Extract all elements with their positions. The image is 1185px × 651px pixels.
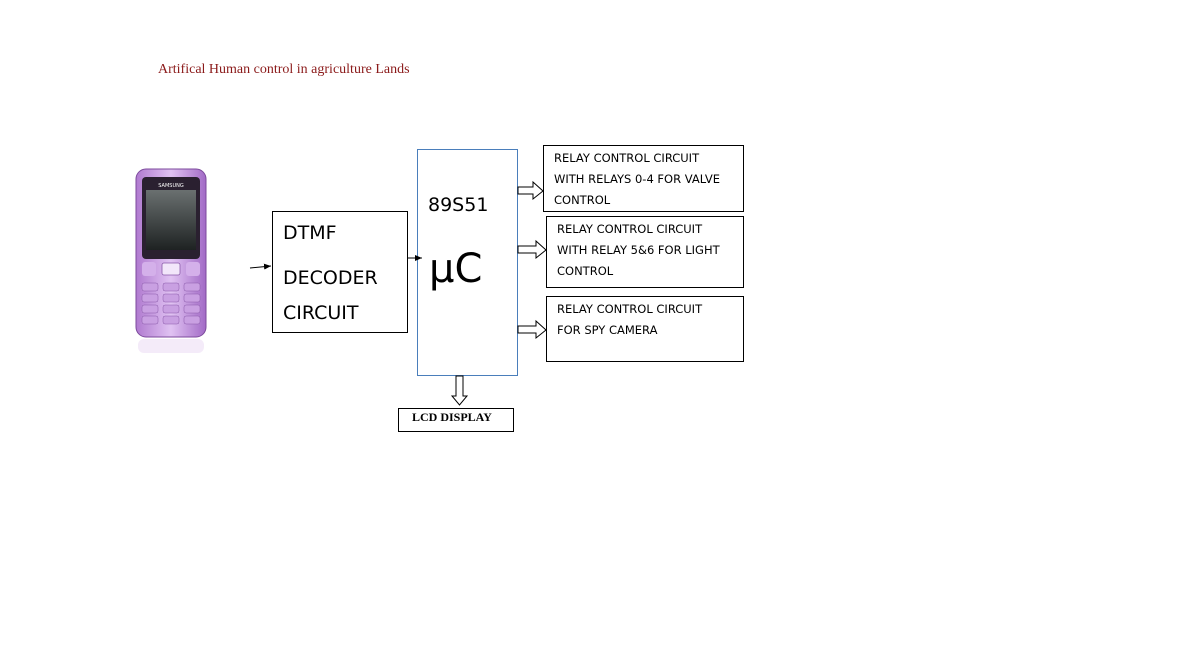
dtmf-label-line-2: DECODER — [283, 267, 378, 289]
mobile-phone-image: SAMSUNG — [135, 168, 207, 353]
relay-2-line-2: WITH RELAY 5&6 FOR LIGHT — [557, 243, 720, 257]
microcontroller-symbol: μC — [429, 246, 483, 292]
diagram-title: Artifical Human control in agriculture L… — [158, 62, 410, 77]
phone-brand: SAMSUNG — [158, 183, 184, 189]
mc-to-relay-2-arrow — [517, 239, 547, 260]
relay-block-camera: RELAY CONTROL CIRCUIT FOR SPY CAMERA — [546, 296, 744, 362]
mc-to-relay-1-arrow — [517, 180, 544, 201]
lcd-display-label: LCD DISPLAY — [412, 410, 492, 424]
relay-3-line-1: RELAY CONTROL CIRCUIT — [557, 302, 703, 316]
relay-1-line-1: RELAY CONTROL CIRCUIT — [554, 151, 700, 165]
microcontroller-model: 89S51 — [428, 194, 489, 216]
relay-block-valve: RELAY CONTROL CIRCUIT WITH RELAYS 0-4 FO… — [543, 145, 744, 212]
relay-2-line-3: CONTROL — [557, 264, 614, 278]
relay-1-line-2: WITH RELAYS 0-4 FOR VALVE — [554, 172, 720, 186]
dtmf-label-line-3: CIRCUIT — [283, 302, 359, 324]
relay-2-line-1: RELAY CONTROL CIRCUIT — [557, 222, 703, 236]
relay-1-line-3: CONTROL — [554, 193, 611, 207]
phone-to-dtmf-arrow — [249, 263, 272, 270]
relay-block-light: RELAY CONTROL CIRCUIT WITH RELAY 5&6 FOR… — [546, 216, 744, 288]
mc-to-lcd-arrow — [450, 375, 469, 406]
dtmf-label-line-1: DTMF — [283, 222, 337, 244]
microcontroller-block: 89S51 μC — [417, 149, 518, 376]
relay-3-line-2: FOR SPY CAMERA — [557, 323, 658, 337]
dtmf-decoder-block: DTMF DECODER CIRCUIT — [272, 211, 408, 333]
mc-to-relay-3-arrow — [517, 319, 547, 340]
lcd-display-block: LCD DISPLAY — [398, 408, 514, 432]
